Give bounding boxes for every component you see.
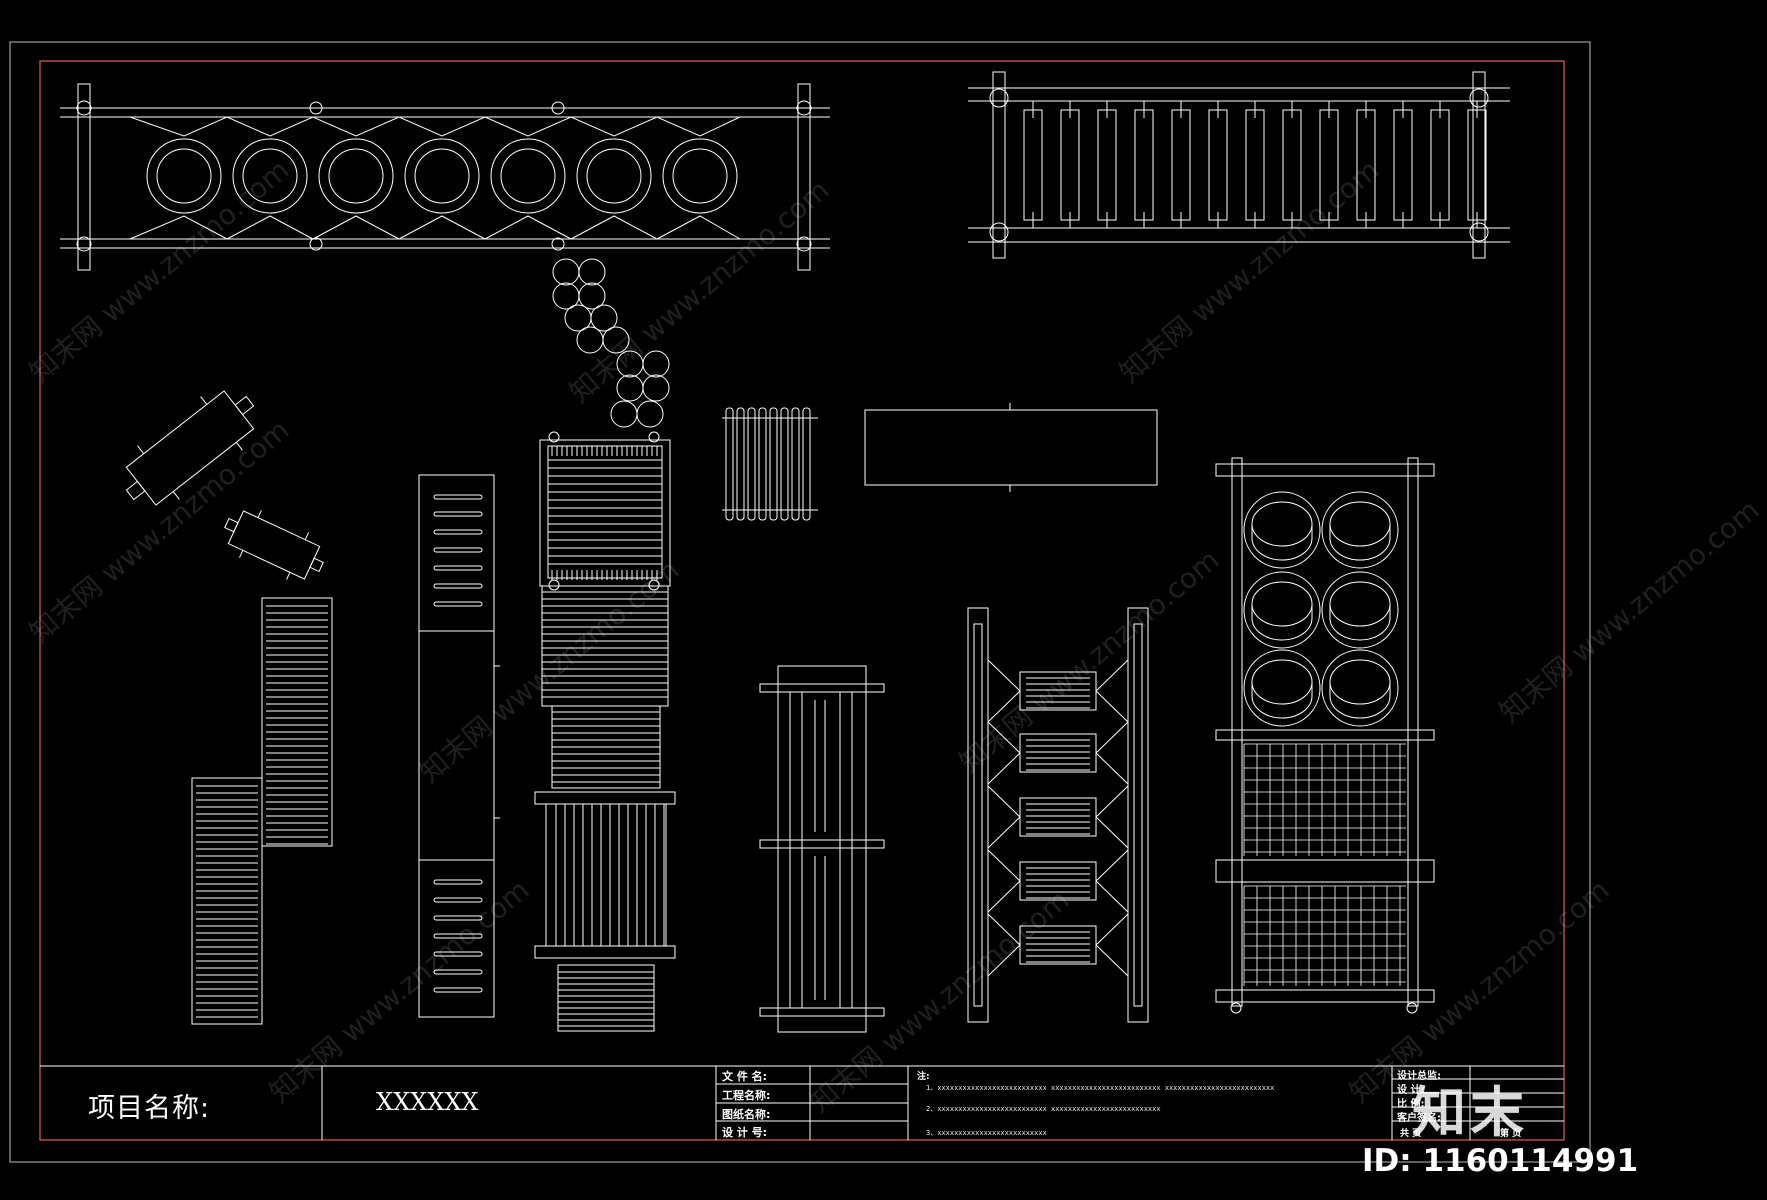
bench-slots (433, 494, 483, 993)
sheet-border (9, 41, 1591, 1163)
note-line-1: 1、xxxxxxxxxxxxxxxxxxxxxxxxxx xxxxxxxxxxx… (926, 1084, 1275, 1092)
note-line-3: 3、xxxxxxxxxxxxxxxxxxxxxxxxxx (926, 1129, 1047, 1137)
sign-designer: 设 计: (1397, 1085, 1425, 1096)
plank-plan (864, 403, 1158, 492)
field-project-title: 工程名称: (722, 1089, 771, 1102)
cad-drawing (9, 41, 1591, 1163)
ladder-frame (967, 607, 1149, 1023)
field-drawing-name: 图纸名称: (722, 1108, 771, 1121)
stair-treads (196, 605, 328, 1018)
planter-mesh (1243, 743, 1406, 986)
grille-bars (725, 407, 811, 521)
planter-pots (1243, 491, 1399, 727)
tilted-bench-small (224, 510, 324, 580)
sheet-number: 第 页 (1500, 1129, 1522, 1139)
sign-client: 客户签名: (1397, 1113, 1441, 1124)
sign-design-director: 设计总监: (1397, 1071, 1441, 1082)
railing-elevation-circles (60, 83, 830, 271)
document-id: ID: 1160114991 (1362, 1143, 1639, 1179)
title-block (40, 1065, 1564, 1140)
frame-column (759, 665, 885, 1033)
deck-boards (542, 446, 668, 1027)
project-name-label: 项目名称: (88, 1093, 211, 1124)
stepping-stones (552, 258, 670, 428)
railing-slats (1023, 101, 1487, 228)
deck-column (534, 431, 676, 1032)
notes-heading: 注: (917, 1072, 930, 1082)
planter-rack (1215, 457, 1435, 1014)
stair-plan (191, 597, 333, 1025)
field-file-name: 文 件 名: (722, 1070, 768, 1083)
sheet-total: 共 页 (1400, 1129, 1422, 1139)
sign-scale: 比 例: (1397, 1099, 1425, 1110)
railing-elevation-slats (968, 71, 1510, 259)
long-bench-plan (418, 474, 500, 1018)
drawing-frame (39, 60, 1565, 1141)
tilted-bench-large (125, 390, 255, 506)
brand-logo: 知末 (1412, 1081, 1528, 1144)
project-name-value: XXXXXX (376, 1088, 479, 1116)
field-design-number: 设 计 号: (722, 1126, 768, 1139)
note-line-2: 2、xxxxxxxxxxxxxxxxxxxxxxxxxx xxxxxxxxxxx… (926, 1105, 1161, 1113)
ladder-seats (987, 659, 1129, 977)
